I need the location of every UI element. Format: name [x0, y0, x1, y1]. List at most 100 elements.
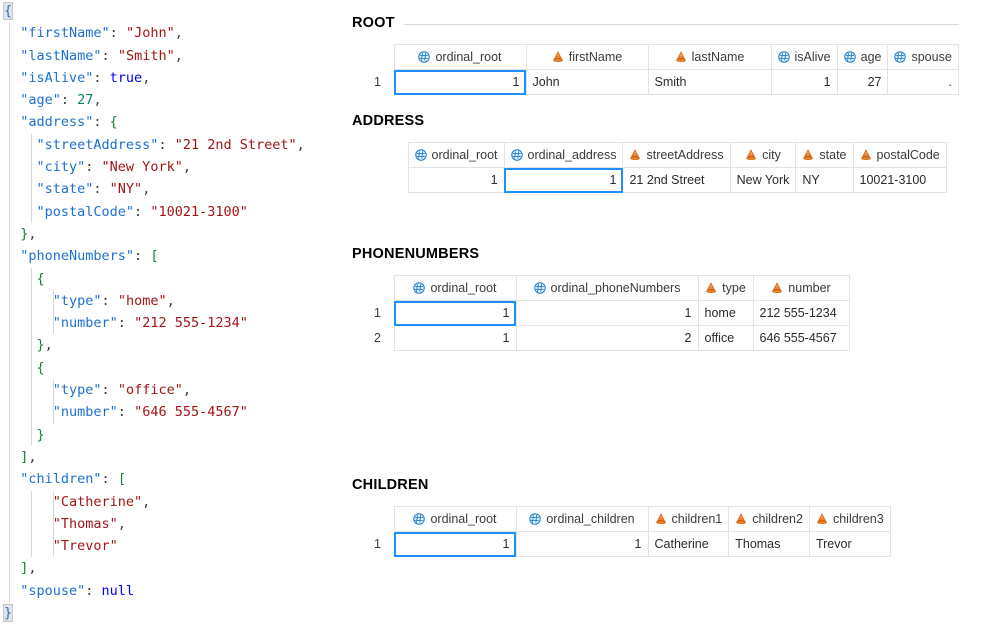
json-line[interactable]: }, [0, 334, 352, 358]
json-token: ] [4, 448, 29, 465]
cell-ordinal_root[interactable]: 1 [407, 167, 505, 193]
numeric-type-icon [414, 149, 427, 161]
json-line[interactable]: "phoneNumbers": [ [0, 245, 352, 268]
cell-lastName[interactable]: Smith [647, 69, 772, 95]
cell-city[interactable]: New York [729, 167, 797, 193]
json-line[interactable]: "type": "office", [0, 379, 352, 402]
json-line[interactable]: "streetAddress": "21 2nd Street", [0, 133, 352, 157]
column-header-ordinal_phoneNumbers[interactable]: ordinal_phoneNumbers [515, 275, 699, 301]
column-header-children1[interactable]: children1 [647, 506, 730, 532]
cell-children1[interactable]: Catherine [647, 531, 730, 557]
json-line[interactable]: "Trevor" [0, 535, 352, 558]
column-header-number[interactable]: number [752, 275, 850, 301]
column-header-children2[interactable]: children2 [728, 506, 810, 532]
json-line[interactable]: "city": "New York", [0, 156, 352, 179]
column-header-ordinal_root[interactable]: ordinal_root [393, 506, 517, 532]
json-line[interactable]: "lastName": "Smith", [0, 44, 352, 68]
cell-ordinal_root[interactable]: 1 [393, 300, 517, 326]
json-token: : [101, 382, 118, 399]
column-header-age[interactable]: age [836, 44, 889, 70]
row-number-header [400, 143, 408, 168]
json-token: "type" [52, 292, 102, 309]
column-header-isAlive[interactable]: isAlive [770, 44, 838, 70]
json-line[interactable]: "firstName": "John", [0, 22, 352, 45]
cell-ordinal_root[interactable]: 1 [393, 325, 517, 351]
json-line[interactable]: "children": [ [0, 468, 352, 491]
cell-ordinal_address[interactable]: 1 [503, 167, 624, 193]
column-header-lastName[interactable]: lastName [647, 44, 772, 70]
json-line[interactable]: } [0, 423, 352, 447]
column-header-label: ordinal_root [431, 148, 498, 162]
json-line[interactable]: "number": "212 555-1234" [0, 312, 352, 335]
json-line[interactable]: "spouse": null [0, 579, 352, 603]
column-header-city[interactable]: city [729, 142, 797, 168]
cell-firstName[interactable]: John [525, 69, 649, 95]
column-header-spouse[interactable]: spouse [887, 44, 959, 70]
json-line[interactable]: }, [0, 222, 352, 246]
cell-children3[interactable]: Trevor [808, 531, 891, 557]
json-line[interactable]: ], [0, 445, 352, 469]
json-token: , [174, 47, 183, 64]
json-line[interactable]: "age": 27, [0, 89, 352, 112]
column-header-label: children1 [671, 512, 723, 526]
column-header-children3[interactable]: children3 [808, 506, 891, 532]
cell-ordinal_phoneNumbers[interactable]: 1 [515, 300, 699, 326]
cell-number[interactable]: 646 555-4567 [752, 325, 850, 351]
cell-ordinal_children[interactable]: 1 [515, 531, 649, 557]
column-header-state[interactable]: state [795, 142, 854, 168]
json-line[interactable]: } [0, 602, 352, 624]
json-line[interactable]: "state": "NY", [0, 178, 352, 201]
json-token: , [182, 159, 191, 176]
numeric-type-icon [413, 513, 426, 525]
column-header-type[interactable]: type [697, 275, 754, 301]
json-source-editor[interactable]: { "firstName": "John", "lastName": "Smit… [0, 0, 352, 640]
cell-type[interactable]: home [697, 300, 754, 326]
column-header-ordinal_address[interactable]: ordinal_address [503, 142, 624, 168]
cell-children2[interactable]: Thomas [728, 531, 810, 557]
cell-ordinal_root[interactable]: 1 [393, 531, 517, 557]
column-header-label: number [788, 281, 831, 295]
json-line[interactable]: "address": { [0, 111, 352, 135]
column-header-ordinal_root[interactable]: ordinal_root [393, 275, 517, 301]
json-line[interactable]: ], [0, 557, 352, 581]
column-header-firstName[interactable]: firstName [525, 44, 649, 70]
json-token: : [93, 114, 110, 131]
column-header-streetAddress[interactable]: streetAddress [622, 142, 731, 168]
column-header-ordinal_root[interactable]: ordinal_root [393, 44, 527, 70]
cell-state[interactable]: NY [795, 167, 854, 193]
cell-type[interactable]: office [697, 325, 754, 351]
cell-age[interactable]: 27 [836, 69, 889, 95]
cell-ordinal_root[interactable]: 1 [393, 69, 527, 95]
column-header-postalCode[interactable]: postalCode [852, 142, 947, 168]
json-line[interactable]: "postalCode": "10021-3100" [0, 200, 352, 224]
column-header-ordinal_root[interactable]: ordinal_root [407, 142, 505, 168]
column-header-ordinal_children[interactable]: ordinal_children [515, 506, 649, 532]
json-line[interactable]: "type": "home", [0, 289, 352, 313]
json-line[interactable]: "isAlive": true, [0, 66, 352, 90]
cell-postalCode[interactable]: 10021-3100 [852, 167, 947, 193]
row-number-header [372, 45, 394, 70]
json-line[interactable]: { [0, 267, 352, 291]
json-line[interactable]: "Catherine", [0, 490, 352, 514]
json-line[interactable]: "Thomas", [0, 512, 352, 536]
cell-number[interactable]: 212 555-1234 [752, 300, 850, 326]
json-token: : [134, 248, 151, 265]
json-line[interactable]: { [0, 356, 352, 380]
json-line[interactable]: { [0, 0, 352, 22]
cell-isAlive[interactable]: 1 [770, 69, 838, 95]
json-line[interactable]: "number": "646 555-4567" [0, 401, 352, 424]
cell-streetAddress[interactable]: 21 2nd Street [622, 167, 731, 193]
cell-spouse[interactable]: . [887, 69, 959, 95]
cell-ordinal_phoneNumbers[interactable]: 2 [515, 325, 699, 351]
json-token: "spouse" [4, 582, 86, 599]
